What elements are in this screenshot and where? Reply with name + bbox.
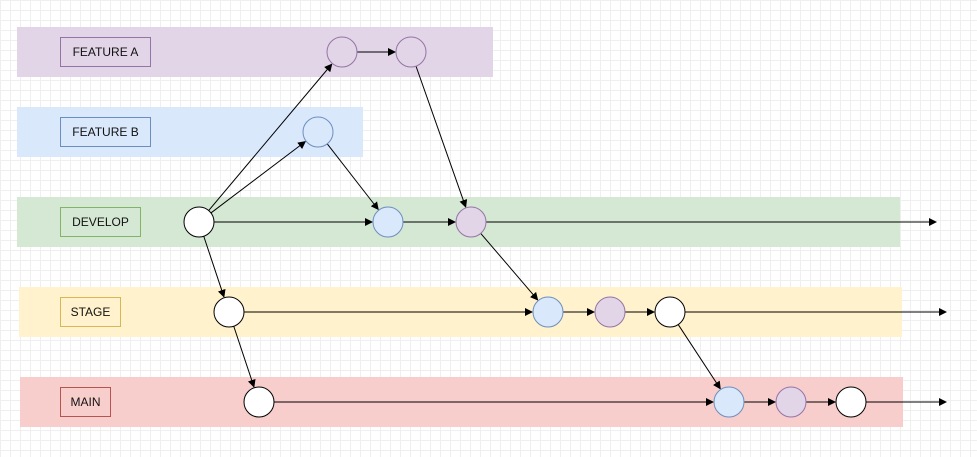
nodes-layer xyxy=(183,36,867,418)
edge-fa2-to-dev2[interactable] xyxy=(415,65,468,208)
commit-node-st2[interactable] xyxy=(594,296,626,328)
commit-node-mn1[interactable] xyxy=(713,386,745,418)
commit-node-fa2[interactable] xyxy=(395,36,427,68)
commit-node-mn3[interactable] xyxy=(835,386,867,418)
commit-node-mn2[interactable] xyxy=(775,386,807,418)
commit-node-dev2[interactable] xyxy=(455,206,487,238)
commit-node-mn0[interactable] xyxy=(243,386,275,418)
edges-layer xyxy=(203,48,947,406)
lane-label-stage[interactable]: STAGE xyxy=(60,297,121,327)
edge-st0-to-mn0[interactable] xyxy=(233,326,256,388)
commit-node-st0[interactable] xyxy=(213,296,245,328)
edge-fb1-to-dev1[interactable] xyxy=(326,143,379,211)
lane-label-feature-a[interactable]: FEATURE A xyxy=(60,37,151,67)
lane-label-feature-b[interactable]: FEATURE B xyxy=(60,117,151,147)
commit-node-dev1[interactable] xyxy=(372,206,404,238)
lane-label-main[interactable]: MAIN xyxy=(60,387,111,417)
edge-dev0-to-st0[interactable] xyxy=(203,236,226,298)
commit-node-dev0[interactable] xyxy=(183,206,215,238)
lane-label-develop[interactable]: DEVELOP xyxy=(60,207,141,237)
edge-dev0-to-fa1[interactable] xyxy=(208,63,333,211)
edge-dev2-to-st1[interactable] xyxy=(480,233,539,301)
edge-dev0-to-fb1[interactable] xyxy=(210,141,307,214)
commit-node-st3[interactable] xyxy=(654,296,686,328)
commit-node-fb1[interactable] xyxy=(302,116,334,148)
edge-st3-to-mn1[interactable] xyxy=(677,324,721,390)
commit-node-st1[interactable] xyxy=(532,296,564,328)
commit-node-fa1[interactable] xyxy=(326,36,358,68)
